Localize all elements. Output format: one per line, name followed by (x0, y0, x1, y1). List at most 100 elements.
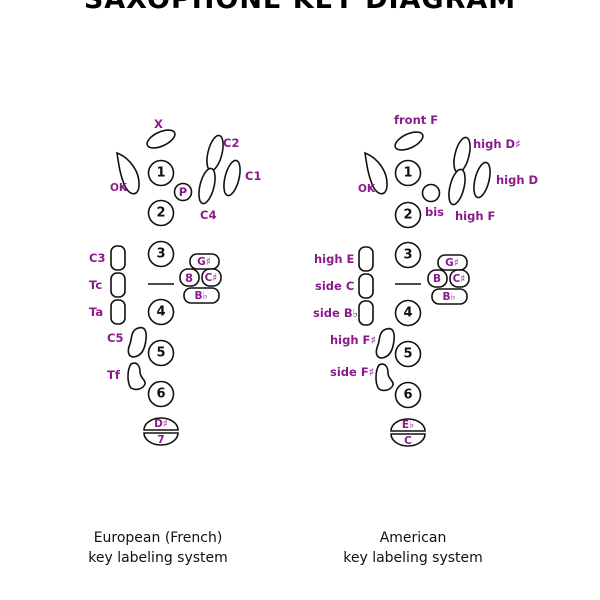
eu-label-ta: Ta (89, 305, 103, 319)
am-label-side-f-sharp: side F♯ (330, 365, 374, 379)
am-num-5: 5 (403, 347, 412, 362)
eu-key-8[interactable] (179, 268, 200, 287)
eu-key-6[interactable] (147, 380, 175, 408)
am-label-side-c: side C (315, 279, 354, 293)
am-label-high-d: high D (496, 173, 538, 187)
am-num-6: 6 (403, 388, 412, 403)
am-key-b[interactable] (427, 269, 448, 288)
eu-label-c3: C3 (89, 251, 105, 265)
am-key-high-d-sharp[interactable] (451, 136, 473, 174)
am-key-b-flat[interactable] (431, 288, 468, 305)
american-caption-line1: American (379, 530, 447, 546)
eu-num-2: 2 (156, 206, 165, 221)
eu-label-ok: OK (110, 182, 128, 194)
eu-label-c2: C2 (223, 136, 239, 150)
european-diagram: 1 2 3 4 5 6 X OK P C2 C1 C4 C3 Tc Ta C5 … (89, 117, 261, 446)
eu-label-8: 8 (185, 271, 193, 285)
am-label-high-f: high F (455, 209, 495, 223)
am-key-2[interactable] (394, 201, 422, 229)
eu-key-c1[interactable] (221, 159, 243, 197)
am-key-1[interactable] (394, 159, 422, 187)
am-label-c-sharp: C♯ (453, 273, 466, 285)
eu-key-4[interactable] (147, 298, 175, 326)
european-caption: European (French) key labeling system (38, 528, 278, 568)
am-label-e-flat: E♭ (402, 419, 414, 431)
american-diagram: 1 2 3 4 5 6 front F OK bis high D♯ high … (313, 113, 538, 447)
eu-num-6: 6 (156, 387, 165, 402)
eu-label-c5: C5 (107, 331, 123, 345)
eu-key-c-sharp[interactable] (201, 268, 222, 287)
am-label-b-flat: B♭ (443, 291, 456, 303)
eu-key-5[interactable] (147, 339, 175, 367)
eu-label-g-sharp: G♯ (197, 256, 211, 268)
eu-label-tc: Tc (89, 278, 102, 292)
eu-key-x[interactable] (144, 126, 177, 151)
european-caption-line1: European (French) (93, 530, 223, 546)
am-key-6[interactable] (394, 381, 422, 409)
am-num-4: 4 (403, 306, 412, 321)
am-num-3: 3 (403, 248, 412, 263)
eu-key-2[interactable] (147, 199, 175, 227)
eu-label-c1: C1 (245, 169, 261, 183)
am-key-c-sharp[interactable] (449, 269, 470, 288)
am-label-high-e: high E (314, 252, 355, 266)
american-caption-line2: key labeling system (343, 550, 483, 566)
eu-label-c-sharp: C♯ (205, 272, 218, 284)
am-label-c: C (404, 435, 412, 447)
am-key-side-c[interactable] (358, 273, 374, 299)
eu-key-1[interactable] (147, 159, 175, 187)
eu-label-tf: Tf (107, 368, 121, 382)
eu-key-c5[interactable] (127, 326, 147, 358)
eu-key-3[interactable] (147, 240, 175, 268)
eu-key-ta[interactable] (110, 299, 126, 325)
european-caption-line2: key labeling system (88, 550, 228, 566)
eu-key-b-flat[interactable] (183, 287, 220, 304)
am-key-4[interactable] (394, 299, 422, 327)
am-key-c[interactable] (390, 433, 426, 447)
am-label-g-sharp: G♯ (445, 257, 459, 269)
eu-key-ok[interactable] (115, 151, 140, 195)
am-key-g-sharp[interactable] (437, 254, 468, 271)
am-num-1: 1 (403, 166, 412, 181)
eu-key-c3[interactable] (110, 245, 126, 271)
am-label-high-d-sharp: high D♯ (473, 137, 521, 151)
eu-key-tc[interactable] (110, 272, 126, 298)
am-key-side-b-flat[interactable] (358, 300, 374, 326)
am-key-high-e[interactable] (358, 246, 374, 272)
eu-num-5: 5 (156, 346, 165, 361)
am-label-front-f: front F (394, 113, 438, 127)
am-key-ok[interactable] (363, 151, 388, 195)
am-label-ok: OK (358, 183, 376, 195)
eu-label-7: 7 (157, 434, 164, 446)
am-key-3[interactable] (394, 241, 422, 269)
eu-label-x: X (154, 117, 163, 131)
eu-num-4: 4 (156, 305, 165, 320)
eu-key-c4[interactable] (196, 167, 218, 205)
eu-key-tf[interactable] (127, 362, 146, 391)
am-key-5[interactable] (394, 340, 422, 368)
eu-label-p: P (179, 185, 187, 199)
am-key-side-f-sharp[interactable] (375, 363, 394, 392)
page-title: SAXOPHONE KEY DIAGRAM (0, 0, 600, 15)
am-key-e-flat[interactable] (390, 418, 426, 432)
am-key-front-f[interactable] (392, 128, 425, 153)
am-label-b: B (433, 273, 441, 285)
am-label-bis: bis (425, 205, 444, 219)
eu-num-1: 1 (156, 166, 165, 181)
am-label-side-b-flat: side B♭ (313, 306, 358, 320)
eu-key-d-sharp[interactable] (143, 417, 179, 431)
am-key-high-d[interactable] (471, 161, 493, 199)
am-label-high-f-sharp: high F♯ (330, 333, 376, 347)
eu-key-p[interactable] (173, 182, 193, 202)
am-key-high-f[interactable] (446, 168, 468, 206)
eu-key-g-sharp[interactable] (189, 253, 220, 270)
am-key-bis[interactable] (421, 183, 441, 203)
eu-label-d-sharp: D♯ (154, 418, 168, 430)
eu-key-7[interactable] (143, 432, 179, 446)
eu-num-3: 3 (156, 247, 165, 262)
eu-label-b-flat: B♭ (195, 290, 208, 302)
eu-label-c4: C4 (200, 208, 216, 222)
am-num-2: 2 (403, 208, 412, 223)
am-key-high-f-sharp[interactable] (375, 327, 395, 359)
